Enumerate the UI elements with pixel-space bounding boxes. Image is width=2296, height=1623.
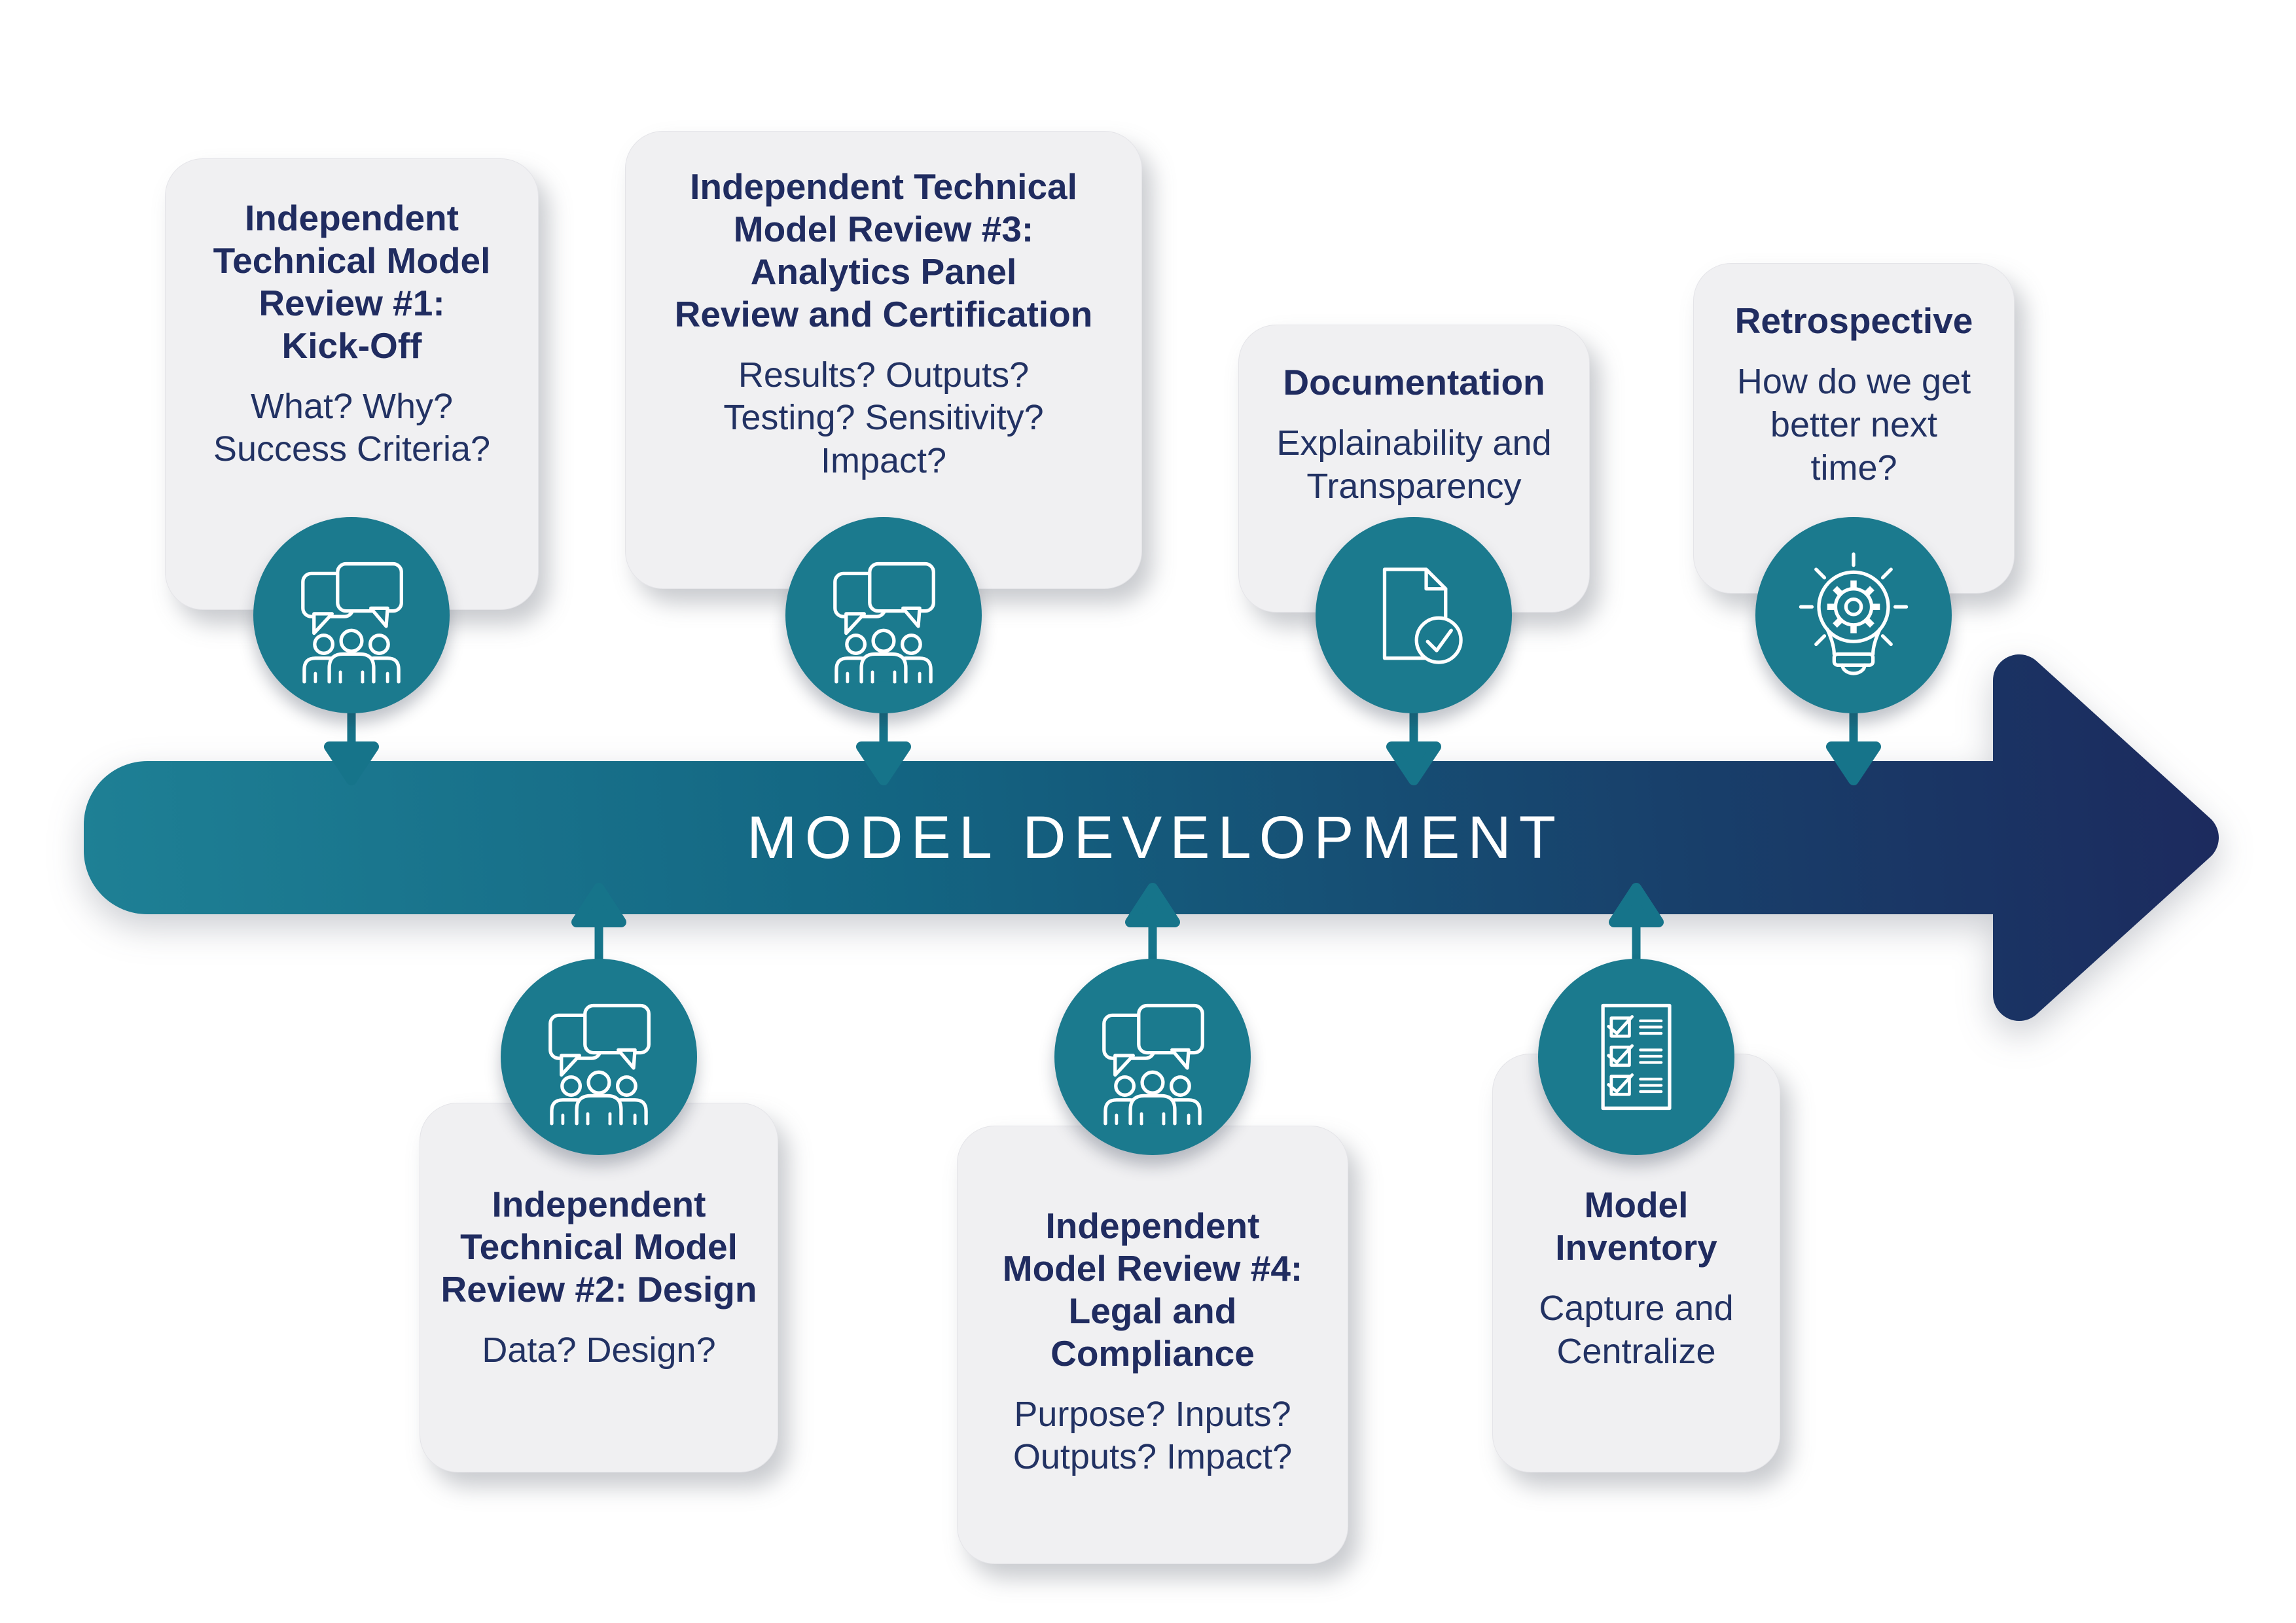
timeline-arrow-body bbox=[84, 761, 2004, 914]
stage-icon-circle bbox=[253, 517, 450, 713]
card-subtitle: What? Why? Success Criteria? bbox=[213, 386, 491, 469]
stage-card-review-4: Independent Model Review #4: Legal and C… bbox=[957, 1126, 1348, 1564]
stage-icon-circle bbox=[1538, 959, 1734, 1155]
people-chat-icon bbox=[1083, 988, 1222, 1126]
card-title: Model Inventory bbox=[1555, 1185, 1717, 1268]
stage-icon-circle bbox=[1054, 959, 1251, 1155]
document-check-icon bbox=[1344, 546, 1483, 685]
card-subtitle: How do we get better next time? bbox=[1736, 361, 1971, 488]
people-chat-icon bbox=[814, 546, 953, 685]
card-title: Independent Technical Model Review #2: D… bbox=[440, 1184, 757, 1310]
people-chat-icon bbox=[282, 546, 421, 685]
stage-icon-circle bbox=[785, 517, 982, 713]
lightbulb-gear-icon bbox=[1784, 546, 1923, 685]
card-title: Independent Technical Model Review #1: K… bbox=[213, 198, 491, 366]
people-chat-icon bbox=[529, 988, 668, 1126]
card-subtitle: Purpose? Inputs? Outputs? Impact? bbox=[1013, 1394, 1293, 1477]
stage-icon-circle bbox=[1316, 517, 1512, 713]
card-title: Retrospective bbox=[1734, 300, 1973, 341]
timeline-arrow-head bbox=[1993, 654, 2219, 1021]
card-subtitle: Results? Outputs? Testing? Sensitivity? … bbox=[723, 355, 1044, 481]
stage-icon-circle bbox=[501, 959, 697, 1155]
stage-card-review-3: Independent Technical Model Review #3: A… bbox=[625, 131, 1142, 589]
stage-card-documentation: Documentation Explainability and Transpa… bbox=[1238, 325, 1590, 613]
card-title: Independent Model Review #4: Legal and C… bbox=[1002, 1205, 1303, 1374]
card-title: Independent Technical Model Review #3: A… bbox=[674, 166, 1093, 334]
card-title: Documentation bbox=[1283, 362, 1545, 402]
card-subtitle: Data? Design? bbox=[482, 1330, 716, 1370]
timeline-label: MODEL DEVELOPMENT bbox=[747, 804, 1564, 871]
card-subtitle: Explainability and Transparency bbox=[1276, 423, 1552, 506]
stage-icon-circle bbox=[1755, 517, 1952, 713]
card-subtitle: Capture and Centralize bbox=[1539, 1288, 1734, 1371]
stage-card-review-2: Independent Technical Model Review #2: D… bbox=[420, 1103, 778, 1472]
checklist-icon bbox=[1567, 988, 1706, 1126]
